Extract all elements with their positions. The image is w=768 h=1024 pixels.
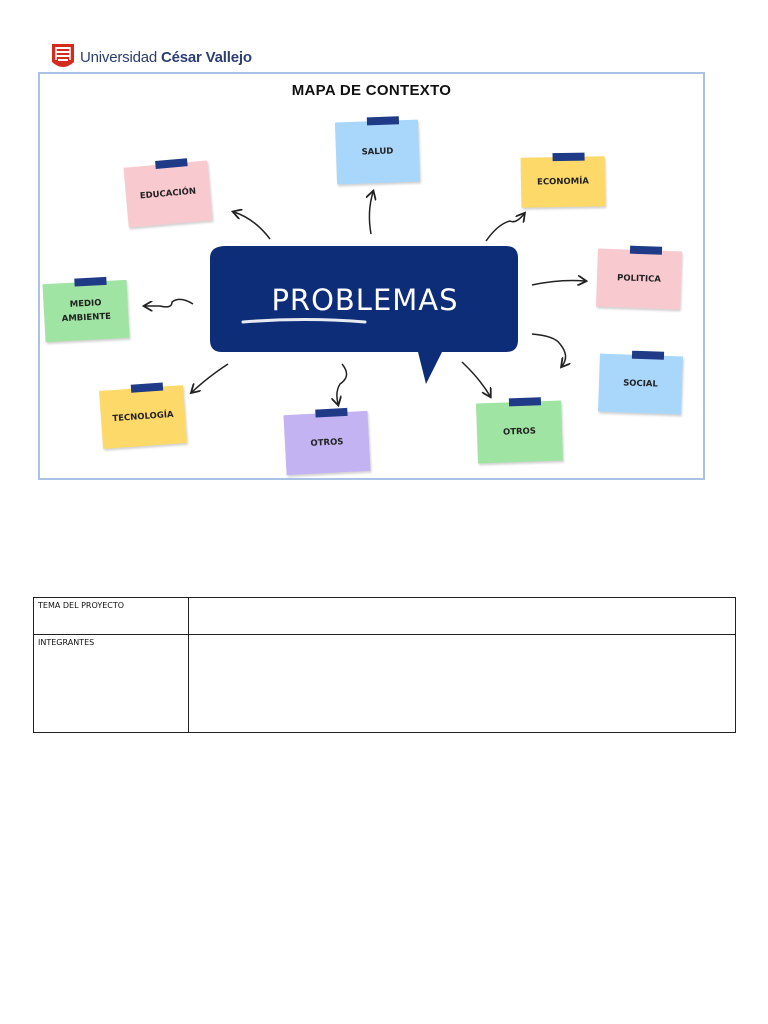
note-politica: POLITICA <box>596 245 682 310</box>
table-row: INTEGRANTES <box>33 634 736 733</box>
project-topic-field[interactable] <box>188 597 736 635</box>
note-tecnologia: TECNOLOGÍA <box>99 382 187 449</box>
note-social: SOCIAL <box>598 350 683 415</box>
members-label: INTEGRANTES <box>33 634 189 733</box>
university-name: Universidad César Vallejo <box>80 48 252 66</box>
university-shield-icon <box>52 44 74 67</box>
members-field[interactable] <box>188 634 736 733</box>
project-topic-label: TEMA DEL PROYECTO <box>33 597 189 635</box>
arrows <box>40 74 707 482</box>
note-otros-right: OTROS <box>475 397 564 464</box>
note-educacion: EDUCACIÓN <box>123 158 213 228</box>
note-economia: ECONOMÍA <box>520 152 606 208</box>
note-otros-left: OTROS <box>283 407 371 476</box>
problems-bubble: PROBLEMAS <box>210 246 518 384</box>
note-salud: SALUD <box>334 116 421 185</box>
map-title: MAPA DE CONTEXTO <box>291 82 452 99</box>
university-logo: Universidad César Vallejo <box>52 41 252 73</box>
problems-label: PROBLEMAS <box>271 283 458 317</box>
table-row: TEMA DEL PROYECTO <box>33 597 736 635</box>
project-info-table: TEMA DEL PROYECTO INTEGRANTES <box>33 597 736 733</box>
context-map: MAPA DE CONTEXTO PROBLEMAS SALUD EDUCAC <box>38 72 705 480</box>
